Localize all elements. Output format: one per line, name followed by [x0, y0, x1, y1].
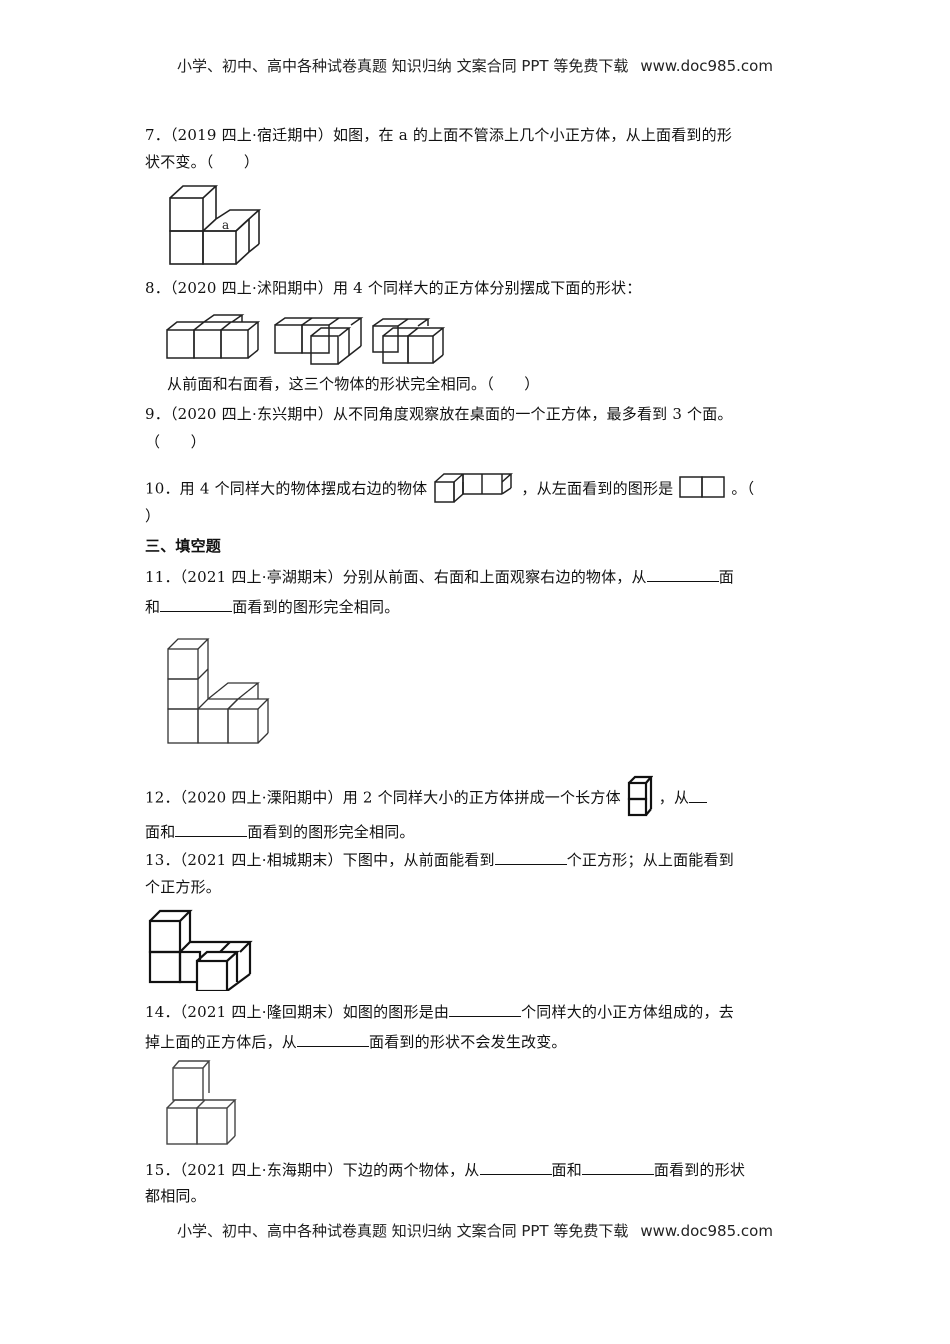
- q10-text-part3: 。（: [731, 479, 755, 498]
- q15-text: 15．（2021 四上·东海期中）下边的两个物体，从: [145, 1161, 480, 1179]
- q13-blank-1[interactable]: [494, 848, 567, 865]
- q11-line1: 11．（2021 四上·亭湖期末）分别从前面、右面和上面观察右边的物体，从 面: [145, 565, 734, 587]
- q14-line2: 掉上面的正方体后，从 面看到的形状不会发生改变。: [145, 1030, 567, 1052]
- q15-line1: 15．（2021 四上·东海期中）下边的两个物体，从 面和 面看到的形状: [145, 1158, 745, 1180]
- q13-line2: 个正方形。: [145, 878, 222, 896]
- q12-blank-2[interactable]: [175, 820, 248, 837]
- q11-figure-cubes: [162, 635, 277, 750]
- q14-blank-2[interactable]: [297, 1030, 370, 1047]
- q11-text: 11．（2021 四上·亭湖期末）分别从前面、右面和上面观察右边的物体，从: [145, 568, 647, 586]
- q14-text-end: 个同样大的小正方体组成的，去: [521, 1003, 734, 1021]
- header-banner-text: 小学、初中、高中各种试卷真题 知识归纳 文案合同 PPT 等免费下载: [177, 57, 629, 75]
- q12-figure-cuboid: [627, 775, 654, 822]
- footer-banner: 小学、初中、高中各种试卷真题 知识归纳 文案合同 PPT 等免费下载 www.do…: [0, 1220, 950, 1241]
- q13-text-end: 个正方形；从上面能看到: [566, 851, 734, 869]
- q12-text-2: ，从: [658, 788, 690, 807]
- q9-line1: 9．（2020 四上·东兴期中）从不同角度观察放在桌面的一个正方体，最多看到 3…: [145, 405, 733, 423]
- q10-figure-left-view: [679, 476, 726, 503]
- q15-text-mid: 面和: [551, 1161, 582, 1179]
- q7-figure-label: a: [222, 218, 229, 232]
- header-banner-url[interactable]: www.doc985.com: [640, 57, 773, 75]
- footer-banner-url[interactable]: www.doc985.com: [640, 1222, 773, 1240]
- q14-line2-start: 掉上面的正方体后，从: [145, 1033, 298, 1051]
- q13-text: 13．（2021 四上·相城期末）下图中，从前面能看到: [145, 851, 495, 869]
- q15-line2: 都相同。: [145, 1187, 206, 1205]
- footer-banner-text: 小学、初中、高中各种试卷真题 知识归纳 文案合同 PPT 等免费下载: [177, 1222, 629, 1240]
- q12-blank-1[interactable]: [689, 786, 708, 803]
- q12-line2: 面和 面看到的图形完全相同。: [145, 820, 415, 842]
- q10-line1: 10．用 4 个同样大的物体摆成右边的物体 ，从左面看到的图形是 。（: [145, 470, 754, 509]
- q13-line1: 13．（2021 四上·相城期末）下图中，从前面能看到 个正方形；从上面能看到: [145, 848, 734, 870]
- q14-line1: 14．（2021 四上·隆回期末）如图的图形是由 个同样大的小正方体组成的，去: [145, 1000, 734, 1022]
- header-banner: 小学、初中、高中各种试卷真题 知识归纳 文案合同 PPT 等免费下载 www.do…: [0, 55, 950, 76]
- q14-text: 14．（2021 四上·隆回期末）如图的图形是由: [145, 1003, 450, 1021]
- section-title-fill-in: 三、填空题: [145, 537, 222, 555]
- q8-figure-shapes: [165, 310, 455, 365]
- q14-figure-cubes: [163, 1058, 238, 1148]
- q11-line2: 和 面看到的图形完全相同。: [145, 595, 399, 617]
- q7-line1: 7．（2019 四上·宿迁期中）如图，在 a 的上面不管添上几个小正方体，从上面…: [145, 126, 733, 144]
- q11-blank-2[interactable]: [160, 595, 233, 612]
- q12-text: 12．（2020 四上·溧阳期中）用 2 个同样大小的正方体拼成一个长方体: [145, 788, 621, 807]
- q10-figure-object: [433, 470, 515, 509]
- q8-line2: 从前面和右面看，这三个物体的形状完全相同。（ ）: [167, 375, 540, 393]
- q11-line2-end: 面看到的图形完全相同。: [232, 598, 400, 616]
- q14-line2-end: 面看到的形状不会发生改变。: [369, 1033, 567, 1051]
- q10-line2: ）: [145, 507, 161, 525]
- q11-line2-start: 和: [145, 598, 161, 616]
- q7-line2: 状不变。（ ）: [145, 153, 260, 171]
- q12-line1: 12．（2020 四上·溧阳期中）用 2 个同样大小的正方体拼成一个长方体 ，从: [145, 775, 708, 822]
- q14-blank-1[interactable]: [449, 1000, 522, 1017]
- q10-text-part1: 10．用 4 个同样大的物体摆成右边的物体: [145, 479, 428, 498]
- q11-text-end: 面: [718, 568, 734, 586]
- q15-blank-2[interactable]: [581, 1158, 654, 1175]
- q12-line2-start: 面和: [145, 823, 176, 841]
- q10-text-part2: ，从左面看到的图形是: [521, 479, 674, 498]
- q13-figure-cubes: [145, 906, 260, 991]
- q7-figure-cubes: a: [165, 182, 280, 267]
- q15-blank-1[interactable]: [479, 1158, 552, 1175]
- q15-text-end: 面看到的形状: [653, 1161, 746, 1179]
- q12-line2-end: 面看到的图形完全相同。: [247, 823, 415, 841]
- q11-blank-1[interactable]: [646, 565, 719, 582]
- q9-line2: （ ）: [145, 433, 206, 451]
- q8-line1: 8．（2020 四上·沭阳期中）用 4 个同样大的正方体分别摆成下面的形状：: [145, 279, 642, 297]
